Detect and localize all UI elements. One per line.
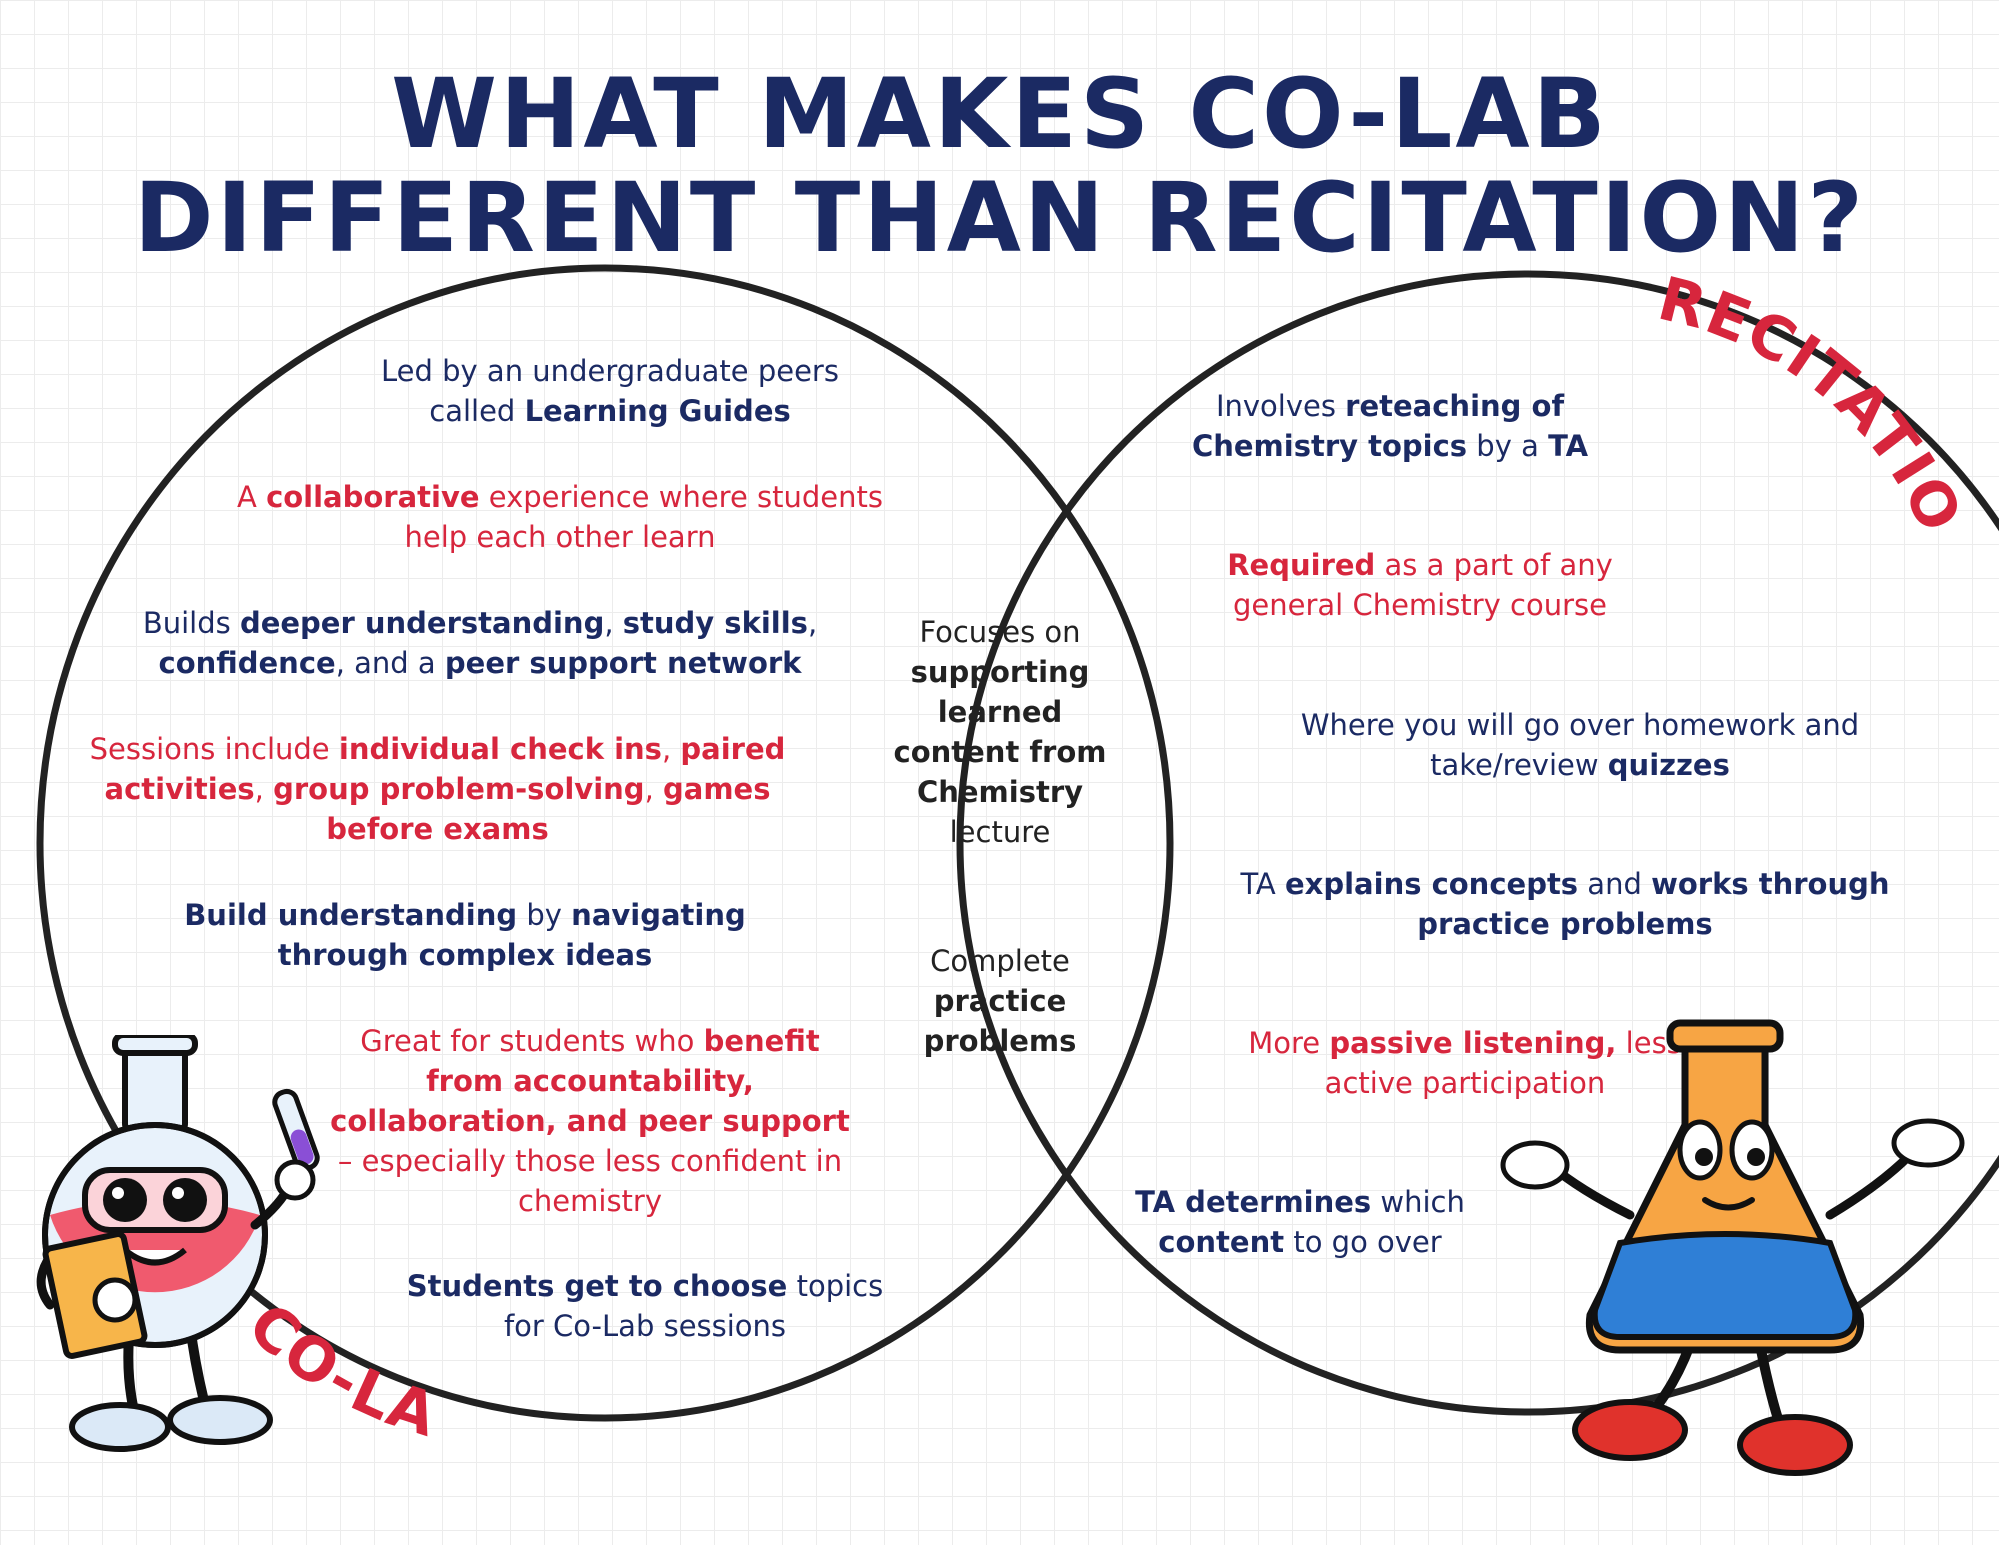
text: lecture: [949, 815, 1051, 849]
bold-text: reteaching of Chemistry topics: [1191, 389, 1565, 463]
colab-circle: [36, 264, 1174, 1422]
bold-text: Students get to choose: [406, 1269, 788, 1303]
bold-text: collaborative: [266, 480, 480, 514]
bold-text: Learning Guides: [524, 394, 791, 428]
text: – especially those less confident in che…: [337, 1144, 843, 1218]
bold-text: quizzes: [1607, 748, 1730, 782]
bold-text: explains concepts: [1284, 867, 1579, 901]
text: Sessions include: [89, 732, 339, 766]
text: TA: [1240, 867, 1285, 901]
page-title: WHAT MAKES CO-LAB DIFFERENT THAN RECITAT…: [133, 58, 1867, 274]
recitation-label: RECITATION: [0, 0, 1976, 544]
bold-text: supporting learned content from Chemistr…: [893, 655, 1107, 809]
bold-text: confidence: [158, 646, 336, 680]
text: Focuses on: [919, 615, 1081, 649]
recitation-item: TA determines which content to go over: [1120, 1182, 1480, 1262]
text: Involves: [1215, 389, 1346, 423]
text: ,: [661, 732, 681, 766]
recitation-item: Involves reteaching of Chemistry topics …: [1170, 386, 1610, 466]
text: ,: [644, 772, 663, 806]
text: experience where students help each othe…: [404, 480, 884, 554]
bold-text: works through practice problems: [1417, 867, 1890, 941]
recitation-item: Required as a part of any general Chemis…: [1210, 545, 1630, 625]
bold-text: group problem-solving: [273, 772, 645, 806]
text: A: [237, 480, 267, 514]
text: ,: [604, 606, 623, 640]
bold-text: TA determines: [1135, 1185, 1372, 1219]
text: to go over: [1284, 1225, 1442, 1259]
bold-text: paired activities: [104, 732, 786, 806]
bold-text: deeper understanding: [239, 606, 605, 640]
text: Where you will go over homework and take…: [1300, 708, 1860, 782]
recitation-item: Where you will go over homework and take…: [1290, 705, 1870, 785]
text: ,: [254, 772, 274, 806]
round-flask-mascot-icon: [36, 1035, 320, 1452]
bold-text: navigating through complex ideas: [277, 898, 746, 972]
bold-text: Required: [1227, 548, 1376, 582]
erlenmeyer-flask-mascot-icon: [1500, 1019, 1965, 1476]
text: , and a: [335, 646, 445, 680]
colab-item: Sessions include individual check ins, p…: [85, 729, 790, 849]
text: by: [517, 898, 572, 932]
bold-text: peer support network: [444, 646, 802, 680]
text: Builds: [142, 606, 240, 640]
bold-text: study skills: [622, 606, 808, 640]
recitation-circle: [956, 270, 1999, 1416]
text: as a part of any general Chemistry cours…: [1233, 548, 1613, 622]
colab-item: Great for students who benefit from acco…: [330, 1021, 850, 1221]
recitation-item: More passive listening, less active part…: [1235, 1023, 1695, 1103]
text: by a: [1467, 429, 1549, 463]
text: which: [1371, 1185, 1465, 1219]
bold-text: practice problems: [923, 984, 1077, 1058]
text: Great for students who: [360, 1024, 704, 1058]
colab-item: Build understanding by navigating throug…: [165, 895, 765, 975]
bold-text: content: [1158, 1225, 1285, 1259]
text: Led by an undergraduate peers called: [381, 354, 839, 428]
text: less active participation: [1324, 1026, 1682, 1100]
bold-text: Build understanding: [184, 898, 518, 932]
bold-text: TA: [1548, 429, 1589, 463]
colab-item: Students get to choose topics for Co-Lab…: [400, 1266, 890, 1346]
bold-text: games before exams: [326, 772, 771, 846]
text: Complete: [930, 944, 1070, 978]
text: and: [1578, 867, 1652, 901]
bold-text: individual check ins: [338, 732, 662, 766]
text: More: [1248, 1026, 1330, 1060]
shared-item: Focuses on supporting learned content fr…: [880, 612, 1120, 852]
recitation-item: TA explains concepts and works through p…: [1225, 864, 1905, 944]
colab-item: Led by an undergraduate peers called Lea…: [345, 351, 875, 431]
colab-item: Builds deeper understanding, study skill…: [120, 603, 840, 683]
bold-text: benefit from accountability, collaborati…: [330, 1024, 850, 1138]
bold-text: passive listening,: [1329, 1026, 1617, 1060]
colab-item: A collaborative experience where student…: [210, 477, 910, 557]
text: topics for Co-Lab sessions: [503, 1269, 884, 1343]
text: ,: [807, 606, 818, 640]
shared-item: Complete practice problems: [880, 941, 1120, 1061]
